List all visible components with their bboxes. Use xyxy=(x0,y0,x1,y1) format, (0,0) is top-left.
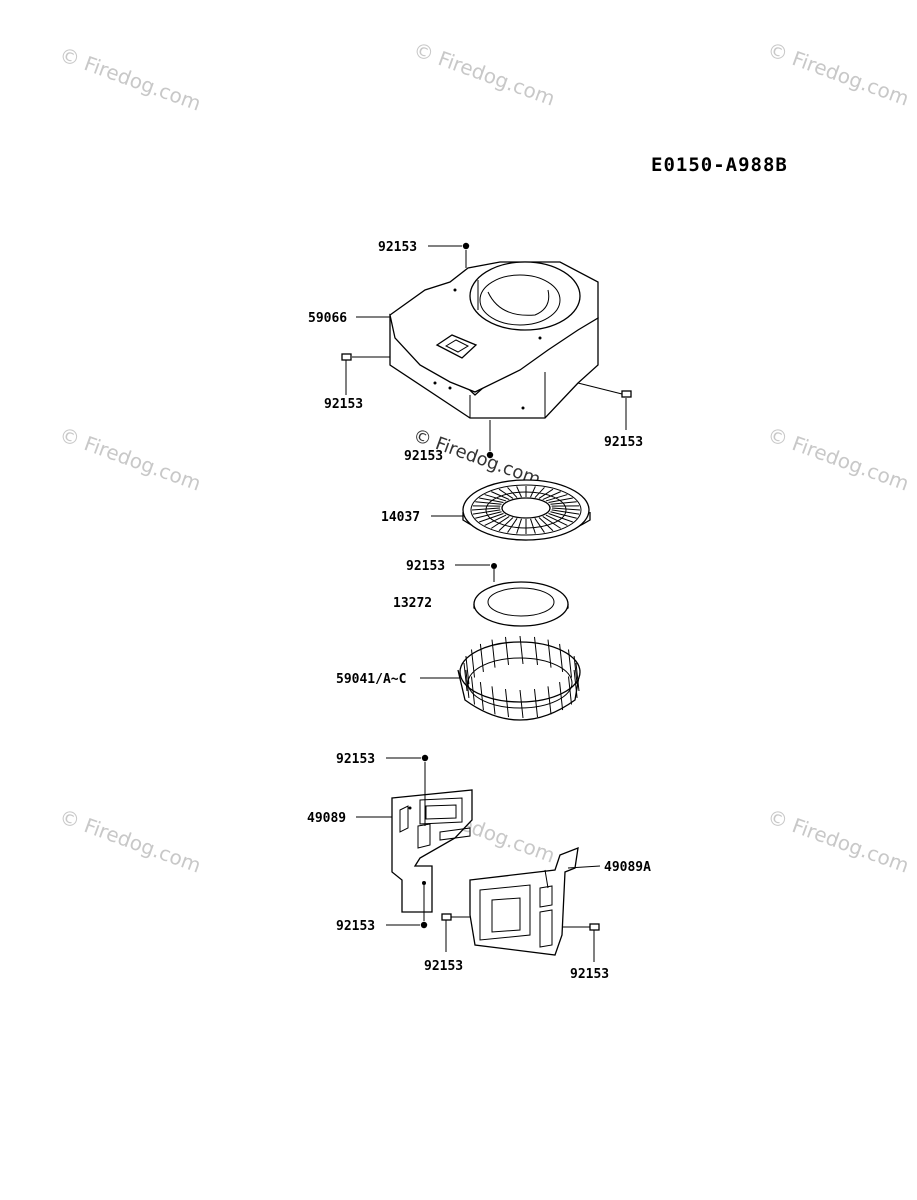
fan-blade xyxy=(567,649,572,678)
fan-blade xyxy=(547,639,552,668)
left-cylinder-cover xyxy=(391,789,473,913)
screen-slot xyxy=(542,491,561,501)
label-plate: 13272 xyxy=(393,596,432,611)
fan-blade xyxy=(479,643,484,672)
watermark: © Firedog.com xyxy=(56,804,204,877)
label-screw: 92153 xyxy=(404,449,443,464)
label-screw: 92153 xyxy=(378,240,417,255)
screen-slot xyxy=(479,513,504,523)
watermark: © Firedog.com xyxy=(764,804,912,877)
fan-blade xyxy=(519,689,524,719)
screen-slot xyxy=(472,509,501,515)
screen-slot xyxy=(491,491,510,501)
screen-slot xyxy=(471,507,501,511)
watermark: © Firedog.com xyxy=(764,422,912,495)
screen-slot xyxy=(545,494,568,502)
fan-plate xyxy=(473,581,569,627)
fan-blade xyxy=(533,689,538,718)
label-screw: 92153 xyxy=(336,919,375,934)
fan-blade xyxy=(567,676,572,705)
screen-slot xyxy=(530,518,536,534)
screen-slot xyxy=(516,518,522,534)
screen-slot xyxy=(534,518,545,533)
fan-blade xyxy=(547,686,552,715)
screen-slot xyxy=(545,514,568,526)
screen-slot xyxy=(548,513,573,523)
screen-slot xyxy=(538,488,554,499)
part-labels: 92153 59066 92153 92153 92153 14037 9215… xyxy=(307,240,651,982)
label-housing: 59066 xyxy=(308,311,347,326)
label-screw: 92153 xyxy=(324,397,363,412)
label-screw: 92153 xyxy=(406,559,445,574)
fan-blade xyxy=(465,669,470,699)
label-cover-right: 49089A xyxy=(604,860,651,875)
fan-blade xyxy=(479,682,484,711)
screen-slot xyxy=(484,514,507,526)
fan-blade xyxy=(463,662,468,692)
watermarks: © Firedog.com © Firedog.com © Firedog.co… xyxy=(56,37,912,877)
screen-slot xyxy=(550,511,577,519)
label-screw: 92153 xyxy=(336,752,375,767)
rotating-screen xyxy=(462,479,591,541)
diagram-code: E0150-A988B xyxy=(651,154,788,176)
label-fan: 59041/A~C xyxy=(336,672,406,687)
leader-lines xyxy=(345,245,627,962)
screws xyxy=(341,242,632,931)
fan-blade xyxy=(491,639,496,668)
fan-blade xyxy=(471,649,476,678)
blower-housing xyxy=(389,261,599,419)
screen-slot xyxy=(479,497,504,503)
label-cover-left: 49089 xyxy=(307,811,346,826)
screen-slot xyxy=(475,501,502,505)
screen-slot xyxy=(498,517,514,532)
fan-blade xyxy=(471,676,476,705)
fan-blade xyxy=(519,635,524,665)
label-screw: 92153 xyxy=(570,967,609,982)
screen-slot xyxy=(484,494,507,502)
fan-blade xyxy=(559,682,564,711)
right-cylinder-cover xyxy=(469,846,579,956)
screen-slot xyxy=(550,501,577,505)
label-screw: 92153 xyxy=(424,959,463,974)
screen-slot xyxy=(507,518,518,533)
screen-slot xyxy=(530,486,536,498)
screen-slot xyxy=(534,487,545,499)
screen-slot xyxy=(475,511,502,519)
watermark: © Firedog.com xyxy=(764,37,912,110)
watermark: © Firedog.com xyxy=(56,42,204,115)
screen-slot xyxy=(542,516,561,529)
screen-slot xyxy=(491,516,510,529)
watermark: © Firedog.com xyxy=(410,37,558,110)
cooling-fan xyxy=(457,635,581,721)
fan-blade xyxy=(559,643,564,672)
label-screw: 92153 xyxy=(604,435,643,450)
fan-blade xyxy=(533,636,538,665)
fan-blade xyxy=(465,655,470,685)
fan-blade xyxy=(491,686,496,715)
screen-slot xyxy=(498,488,514,499)
screen-slot xyxy=(551,507,581,511)
fan-blade xyxy=(573,655,578,685)
fan-blade xyxy=(505,636,510,665)
label-screen: 14037 xyxy=(381,510,420,525)
screen-slot xyxy=(516,486,522,498)
fan-blade xyxy=(575,662,580,692)
screen-slot xyxy=(551,509,580,515)
screen-slot xyxy=(548,497,573,503)
fan-blade xyxy=(505,689,510,718)
screen-slot xyxy=(507,487,518,499)
screen-slot xyxy=(538,517,554,532)
watermark: © Firedog.com xyxy=(56,422,204,495)
fan-blade xyxy=(573,669,578,699)
